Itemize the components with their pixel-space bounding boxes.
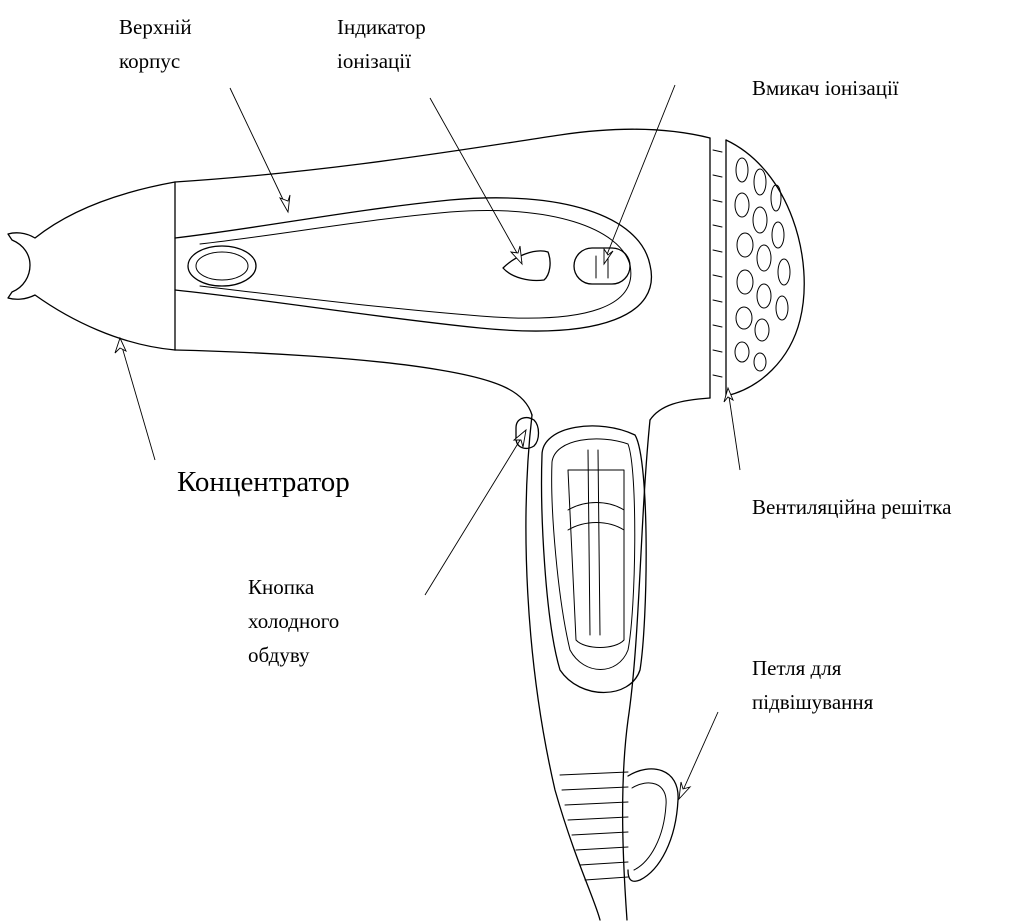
label-air-grille: Вентиляційна решітка xyxy=(752,490,951,524)
label-ion-indicator: Індикатор іонізації xyxy=(337,10,426,78)
label-ion-switch: Вмикач іонізації xyxy=(752,71,899,105)
leader-lines xyxy=(115,85,740,799)
label-cool-shot-line3: обдуву xyxy=(248,638,339,672)
label-cool-shot-line2: холодного xyxy=(248,604,339,638)
label-ion-switch-text: Вмикач іонізації xyxy=(752,71,899,105)
label-upper-housing: Верхній корпус xyxy=(119,10,192,78)
label-ion-indicator-line1: Індикатор xyxy=(337,10,426,44)
label-cool-shot: Кнопка холодного обдуву xyxy=(248,570,339,672)
label-upper-housing-line2: корпус xyxy=(119,44,192,78)
label-hang-loop: Петля для підвішування xyxy=(752,651,873,719)
dryer-handle xyxy=(526,415,678,920)
cool-shot-button xyxy=(516,418,539,449)
concentrator-nozzle xyxy=(8,182,175,350)
label-upper-housing-line1: Верхній xyxy=(119,10,192,44)
label-cool-shot-line1: Кнопка xyxy=(248,570,339,604)
label-hang-loop-line1: Петля для xyxy=(752,651,873,685)
label-ion-indicator-line2: іонізації xyxy=(337,44,426,78)
label-concentrator: Концентратор xyxy=(177,465,350,499)
label-hang-loop-line2: підвішування xyxy=(752,685,873,719)
dryer-body xyxy=(175,129,710,420)
label-concentrator-text: Концентратор xyxy=(177,465,350,499)
air-grille xyxy=(710,138,804,398)
label-air-grille-text: Вентиляційна решітка xyxy=(752,490,951,524)
